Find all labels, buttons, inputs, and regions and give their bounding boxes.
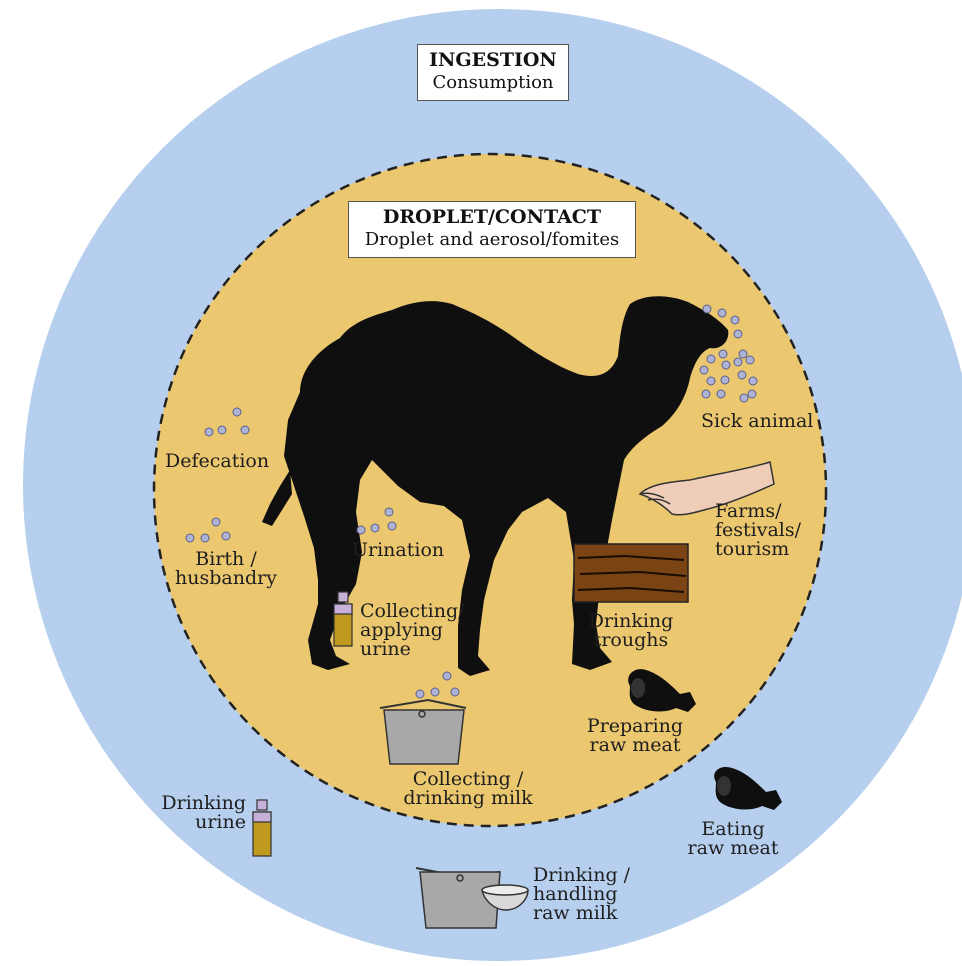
label-line: troughs xyxy=(593,629,669,651)
droplet xyxy=(706,376,716,386)
droplet xyxy=(204,427,214,437)
bowl-icon xyxy=(481,884,529,911)
droplet xyxy=(748,376,758,386)
droplet xyxy=(701,389,711,399)
label-line: Drinking xyxy=(161,792,246,814)
droplet xyxy=(730,315,740,325)
collecting-drinking-milk-label: Collecting / drinking milk xyxy=(400,770,536,808)
droplet xyxy=(699,365,709,375)
droplet xyxy=(721,360,731,370)
hand-icon xyxy=(638,461,775,516)
ingestion-subtitle: Consumption xyxy=(432,72,554,93)
droplet xyxy=(217,425,227,435)
birth-husbandry-label: Birth / husbandry xyxy=(171,550,281,588)
droplet xyxy=(733,329,743,339)
droplet xyxy=(387,521,397,531)
meat-leg-icon xyxy=(714,766,782,810)
droplet xyxy=(747,389,757,399)
drinking-urine-label: Drinking urine xyxy=(150,794,246,832)
drinking-handling-raw-milk-label: Drinking / handling raw milk xyxy=(533,866,630,923)
droplet-contact-title-box: DROPLET/CONTACT Droplet and aerosol/fomi… xyxy=(348,201,636,258)
droplet xyxy=(716,389,726,399)
droplet xyxy=(415,689,425,699)
meat-leg-icon xyxy=(628,669,696,712)
droplet xyxy=(737,370,747,380)
label-line: Preparing xyxy=(586,715,684,737)
bottle-icon xyxy=(252,799,272,857)
droplet-contact-title: DROPLET/CONTACT xyxy=(382,206,602,228)
droplet xyxy=(738,349,748,359)
label-line: Birth / xyxy=(195,548,257,570)
label-line: Collecting/ xyxy=(360,600,465,622)
label-line: festivals/ xyxy=(715,519,802,541)
label-line: Drinking xyxy=(588,610,674,632)
defecation-label: Defecation xyxy=(165,452,269,471)
droplet xyxy=(706,354,716,364)
droplet xyxy=(200,533,210,543)
drinking-troughs-label: Drinking troughs xyxy=(571,612,691,650)
droplet xyxy=(430,687,440,697)
droplet xyxy=(442,671,452,681)
droplet xyxy=(745,355,755,365)
droplet xyxy=(720,375,730,385)
label-line: handling xyxy=(533,883,618,905)
trough-icon xyxy=(573,543,689,603)
droplet-contact-subtitle: Droplet and aerosol/fomites xyxy=(364,229,620,250)
bucket-icon xyxy=(415,867,501,929)
droplet xyxy=(221,531,231,541)
collecting-urine-label: Collecting/ applying urine xyxy=(360,602,465,659)
label-line: Drinking / xyxy=(533,864,631,886)
droplet-dots xyxy=(185,304,758,699)
label-line: Eating xyxy=(701,818,765,840)
droplet xyxy=(356,525,366,535)
label-line: Sick animal xyxy=(701,410,814,432)
ingestion-title: INGESTION xyxy=(429,49,557,71)
urination-label: Urination xyxy=(352,541,444,560)
label-line: raw meat xyxy=(589,734,681,756)
label-line: Urination xyxy=(352,539,445,561)
label-line: raw milk xyxy=(533,902,618,924)
droplet xyxy=(717,308,727,318)
ingestion-title-box: INGESTION Consumption xyxy=(417,44,569,101)
preparing-raw-meat-label: Preparing raw meat xyxy=(576,717,694,755)
label-line: drinking milk xyxy=(403,787,533,809)
camel-silhouette xyxy=(262,296,729,676)
sick-animal-label: Sick animal xyxy=(701,412,813,431)
label-line: applying xyxy=(360,619,443,641)
label-line: tourism xyxy=(715,538,790,560)
droplet xyxy=(733,357,743,367)
droplet xyxy=(185,533,195,543)
droplet xyxy=(739,393,749,403)
bottle-icon xyxy=(333,591,353,647)
droplet xyxy=(702,304,712,314)
droplet xyxy=(232,407,242,417)
droplet xyxy=(370,523,380,533)
droplet xyxy=(211,517,221,527)
droplet xyxy=(384,507,394,517)
farms-festivals-tourism-label: Farms/ festivals/ tourism xyxy=(715,502,801,559)
label-line: Farms/ xyxy=(715,500,782,522)
eating-raw-meat-label: Eating raw meat xyxy=(683,820,783,858)
droplet xyxy=(240,425,250,435)
label-line: raw meat xyxy=(687,837,779,859)
label-line: Defecation xyxy=(165,450,270,472)
label-line: urine xyxy=(360,638,411,660)
droplet xyxy=(450,687,460,697)
label-line: husbandry xyxy=(175,567,277,589)
label-line: Collecting / xyxy=(412,768,524,790)
label-line: urine xyxy=(195,811,246,833)
bucket-icon xyxy=(379,698,467,765)
droplet xyxy=(718,349,728,359)
